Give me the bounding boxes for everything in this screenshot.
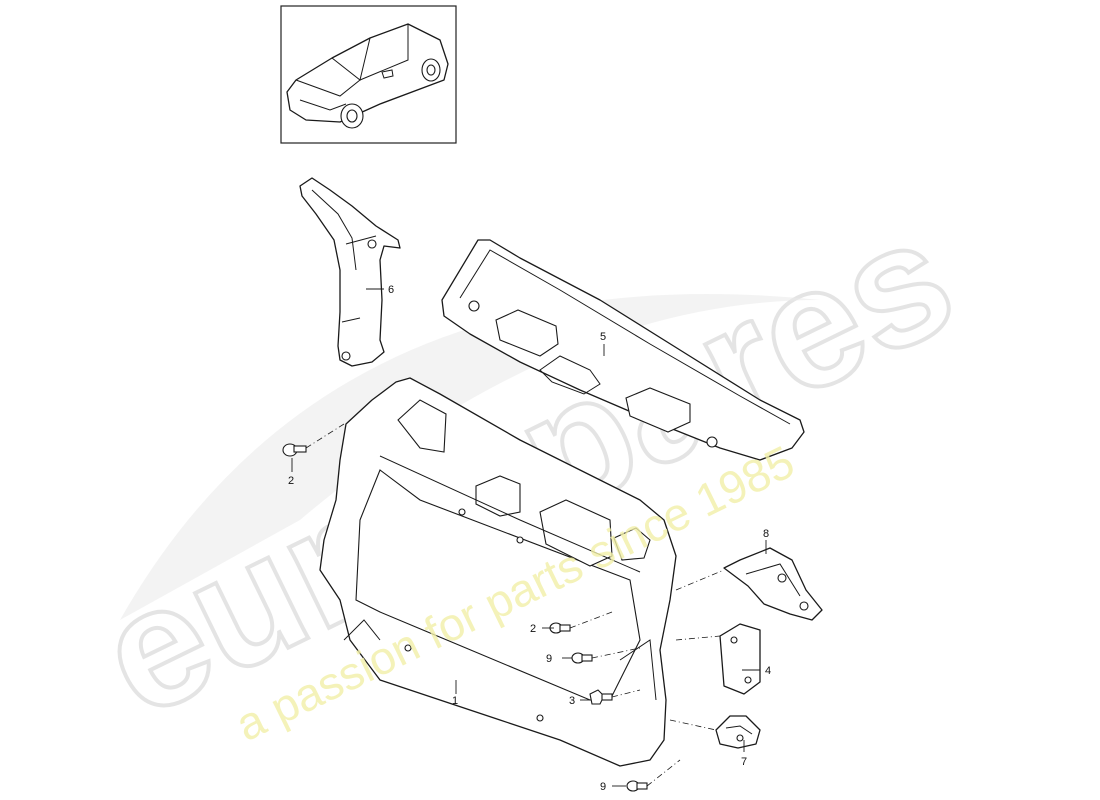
callout-5: 5 (600, 331, 606, 343)
leader-lines (291, 288, 767, 787)
part-6-bracket (299, 177, 401, 367)
callout-9-lower: 9 (600, 781, 606, 793)
callout-4: 4 (765, 665, 771, 677)
part-5-cowl-panel (441, 239, 805, 461)
part-4-plate (719, 623, 761, 695)
fastener-2-upper (282, 443, 307, 457)
fastener-9-upper (571, 652, 593, 664)
callout-2-upper: 2 (288, 475, 294, 487)
car-outline-icon (286, 23, 449, 129)
part-8-bracket (723, 547, 823, 621)
assembly-lines (305, 423, 725, 787)
callouts: 1 2 2 3 4 5 6 7 8 9 9 (288, 284, 771, 793)
fastener-2-lower (549, 622, 571, 634)
callout-2-lower: 2 (530, 623, 536, 635)
callout-3: 3 (569, 695, 575, 707)
watermark-swoosh (120, 294, 820, 620)
fastener-9-lower (626, 780, 648, 792)
callout-9-upper: 9 (546, 653, 552, 665)
part-7-bracket (715, 715, 761, 749)
callout-8: 8 (763, 528, 769, 540)
vehicle-thumbnail (280, 5, 457, 144)
callout-1: 1 (452, 695, 458, 707)
part-1-front-carrier (319, 377, 677, 767)
callout-6: 6 (388, 284, 394, 296)
callout-7: 7 (741, 756, 747, 768)
